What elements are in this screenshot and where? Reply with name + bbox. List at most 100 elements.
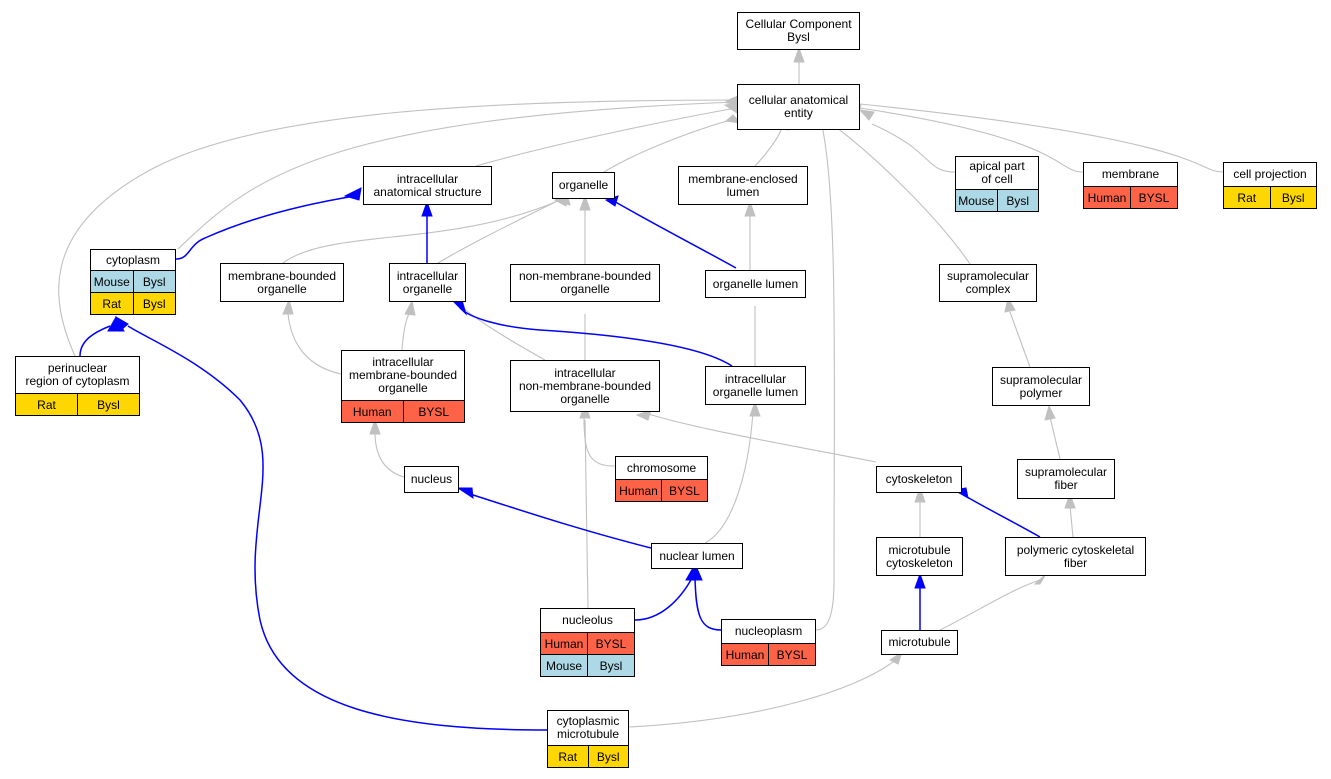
node-csk[interactable]: cytoskeleton: [876, 466, 962, 493]
node-label: intracellular membrane-bounded organelle: [348, 355, 458, 395]
node-label: nuclear lumen: [659, 548, 735, 563]
species-cell: Mouse: [958, 193, 995, 208]
edge-chr-inmbo: [583, 417, 616, 467]
edge-smf-smp: [1049, 416, 1061, 460]
node-label: cytoplasmic microtubule: [556, 714, 620, 741]
node-nl[interactable]: nuclear lumen: [651, 543, 743, 569]
node-label: cell projection: [1233, 167, 1307, 181]
species-cell: Human: [544, 636, 584, 651]
edge-nclo-inmbo: [584, 419, 589, 609]
node-pcf[interactable]: polymeric cytoskeletal fiber: [1005, 537, 1146, 576]
species-cell: Rat: [558, 749, 578, 764]
gene-cell: Bysl: [996, 190, 1039, 211]
edge-ias-cae: [475, 107, 737, 167]
edge-cmt-cyto: [127, 325, 548, 731]
annotation-row: Rat Bysl: [1224, 186, 1316, 208]
node-label: supramolecular complex: [946, 269, 1030, 296]
node-label: chromosome: [626, 460, 697, 475]
node-label: organelle: [558, 178, 609, 192]
node-mel[interactable]: membrane-enclosed lumen: [678, 166, 808, 205]
gene-cell: BYSL: [587, 633, 634, 654]
node-label: non-membrane-bounded organelle: [518, 269, 652, 296]
node-label: apical part of cell: [969, 159, 1025, 186]
node-label: supramolecular fiber: [1024, 465, 1108, 492]
species-cell: Human: [725, 647, 765, 662]
edge-imbo-io: [401, 311, 411, 351]
node-label: Cellular Component Bysl: [745, 17, 852, 44]
node-label: organelle lumen: [712, 276, 799, 291]
node-smc[interactable]: supramolecular complex: [939, 264, 1037, 302]
node-smp[interactable]: supramolecular polymer: [992, 367, 1090, 406]
edge-mem-cae: [859, 107, 1084, 173]
edge-ol-org: [611, 199, 737, 269]
gene-cell: Bysl: [587, 655, 634, 676]
gene-cell: Bysl: [1269, 187, 1317, 208]
gene-cell: Bysl: [77, 394, 139, 415]
node-smf[interactable]: supramolecular fiber: [1017, 459, 1115, 499]
node-mt[interactable]: microtubule: [881, 630, 958, 655]
edge-nl-nuc: [469, 493, 652, 549]
node-io[interactable]: intracellular organelle: [389, 263, 466, 302]
node-label: cytoskeleton: [885, 472, 953, 486]
species-cell: Mouse: [93, 274, 130, 289]
node-cae[interactable]: cellular anatomical entity: [737, 84, 860, 130]
node-ias[interactable]: intracellular anatomical structure: [363, 166, 492, 205]
node-cc[interactable]: Cellular Component Bysl: [737, 12, 860, 50]
edge-mt-pcf: [939, 579, 1041, 631]
edge-csk-inmbo: [644, 412, 877, 463]
gene-cell: Bysl: [132, 293, 176, 314]
node-iol[interactable]: intracellular organelle lumen: [705, 366, 806, 405]
node-mtc[interactable]: microtubule cytoskeleton: [876, 537, 963, 576]
node-mbo[interactable]: membrane-bounded organelle: [220, 263, 344, 302]
edge-smc-cae: [831, 123, 971, 265]
node-inmbo[interactable]: intracellular non-membrane-bounded organ…: [510, 360, 660, 412]
edge-ncp-cae: [815, 125, 835, 631]
edge-ncp-nl: [694, 577, 722, 631]
node-label: microtubule cytoskeleton: [886, 542, 953, 570]
species-cell: Rat: [1237, 190, 1257, 205]
species-cell: Mouse: [545, 658, 583, 673]
edge-mbo-org: [282, 199, 561, 264]
edge-nclo-nl: [634, 577, 693, 621]
node-imbo[interactable]: intracellular membrane-bounded organelle…: [341, 350, 465, 423]
node-nuc[interactable]: nucleus: [404, 466, 459, 493]
edge-nl-iol: [704, 411, 754, 544]
node-label: nucleus: [410, 472, 453, 486]
gene-cell: BYSL: [661, 480, 707, 501]
species-cell: Rat: [102, 296, 122, 311]
edge-prc-cyto: [79, 325, 111, 357]
node-label: membrane-bounded organelle: [227, 268, 337, 296]
node-label: cytoplasm: [105, 252, 161, 267]
node-label: supramolecular polymer: [999, 372, 1083, 400]
gene-cell: Bysl: [132, 271, 176, 292]
edge-cyto-cae: [177, 101, 737, 250]
node-ol[interactable]: organelle lumen: [705, 270, 806, 298]
edge-cp-cae: [859, 103, 1224, 173]
node-label: cellular anatomical entity: [748, 93, 849, 120]
edge-imbo-mbo: [287, 312, 342, 375]
node-nmbo[interactable]: non-membrane-bounded organelle: [510, 264, 660, 302]
node-org[interactable]: organelle: [552, 172, 615, 199]
node-label: intracellular organelle lumen: [712, 371, 799, 399]
annotation-row: Rat Bysl: [91, 292, 175, 314]
edge-org-cae: [603, 117, 739, 173]
species-cell: Human: [619, 483, 658, 498]
node-label: intracellular anatomical structure: [373, 171, 482, 199]
gene-cell: BYSL: [768, 644, 815, 665]
